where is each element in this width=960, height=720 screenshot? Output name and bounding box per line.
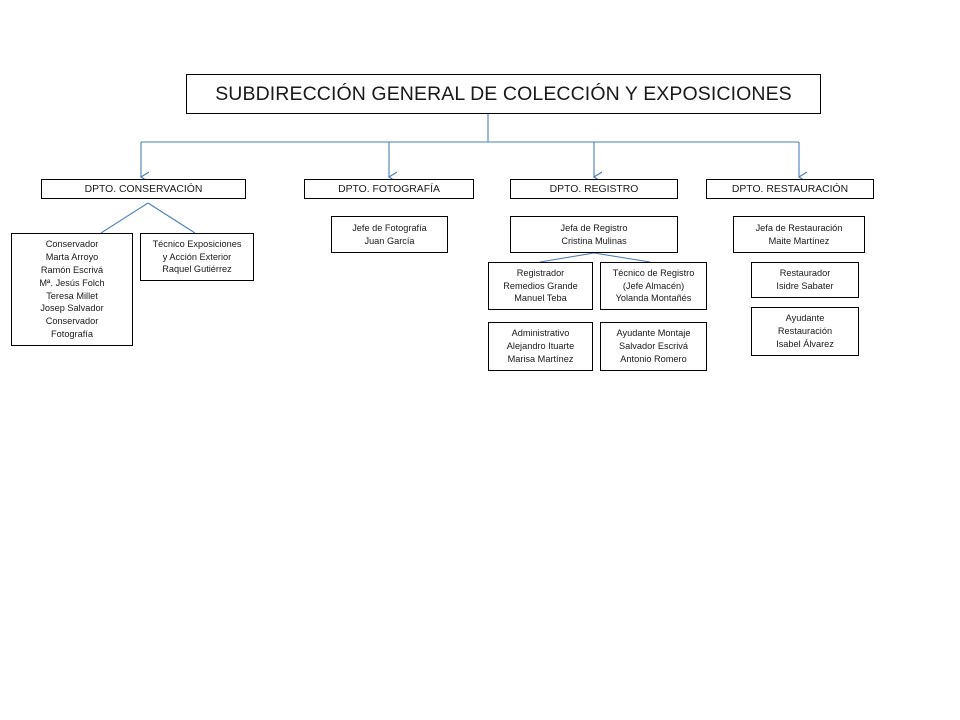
card-line: Alejandro Ituarte <box>506 341 575 352</box>
card-line: Marta Arroyo <box>45 252 99 263</box>
card-line: Restaurador <box>779 268 831 279</box>
card-line: Teresa Millet <box>46 290 98 301</box>
dept-conservacion-box: DPTO. CONSERVACIÓN <box>41 179 246 199</box>
jefa-restauracion-card: Jefa de Restauración Maite Martínez <box>733 216 865 253</box>
diag-registro-left <box>539 252 595 263</box>
card-line: Antonio Romero <box>620 353 687 364</box>
card-line: Ayudante <box>785 313 825 324</box>
card-line: Jefe de Fotografía <box>352 222 427 233</box>
card-line: Maite Martínez <box>768 235 830 246</box>
card-line: Ayudante Montaje <box>616 328 691 339</box>
card-line: Jefa de Restauración <box>755 222 843 233</box>
ayudante-restauracion-card: Ayudante Restauración Isabel Álvarez <box>751 307 859 356</box>
card-line: Marisa Martínez <box>507 353 574 364</box>
card-line: (Jefe Almacén) <box>622 280 685 291</box>
card-line: Técnico Exposiciones <box>152 238 242 249</box>
card-line: Manuel Teba <box>514 293 567 304</box>
conservador-card: Conservador Marta Arroyo Ramón Escrivá M… <box>11 233 133 346</box>
card-line: Isabel Álvarez <box>776 338 834 349</box>
card-line: Administrativo <box>511 328 570 339</box>
tecnico-exposiciones-card: Técnico Exposiciones y Acción Exterior R… <box>140 233 254 281</box>
card-line: Fotografía <box>51 328 93 339</box>
card-line: Juan García <box>364 235 415 246</box>
diag-registro-right <box>593 252 651 263</box>
card-line: Salvador Escrivá <box>619 341 688 352</box>
title-box: SUBDIRECCIÓN GENERAL DE COLECCIÓN Y EXPO… <box>186 74 821 114</box>
card-line: Registrador <box>516 267 565 278</box>
card-line: Yolanda Montañés <box>615 293 692 304</box>
dept-restauracion-box: DPTO. RESTAURACIÓN <box>706 179 874 199</box>
card-line: Conservador <box>45 316 99 327</box>
diag-conservacion-left <box>100 202 149 234</box>
dept-fotografia-box: DPTO. FOTOGRAFÍA <box>304 179 474 199</box>
diagram-title: SUBDIRECCIÓN GENERAL DE COLECCIÓN Y EXPO… <box>215 82 792 105</box>
card-line: Jefa de Registro <box>560 222 628 233</box>
card-line: Cristina Mulinas <box>561 235 627 246</box>
card-line: Restauración <box>777 326 833 337</box>
dept-conservacion-label: DPTO. CONSERVACIÓN <box>84 183 203 195</box>
ayudante-montaje-card: Ayudante Montaje Salvador Escrivá Antoni… <box>600 322 707 371</box>
tecnico-registro-card: Técnico de Registro (Jefe Almacén) Yolan… <box>600 262 707 310</box>
restaurador-card: Restaurador Isidre Sabater <box>751 262 859 298</box>
administrativo-card: Administrativo Alejandro Ituarte Marisa … <box>488 322 593 371</box>
dept-registro-box: DPTO. REGISTRO <box>510 179 678 199</box>
diag-conservacion-right <box>147 202 196 234</box>
card-line: Ramón Escrivá <box>40 264 104 275</box>
jefa-registro-card: Jefa de Registro Cristina Mulinas <box>510 216 678 253</box>
jefe-fotografia-card: Jefe de Fotografía Juan García <box>331 216 448 253</box>
card-line: Raquel Gutiérrez <box>162 264 232 275</box>
card-line: Técnico de Registro <box>612 267 695 278</box>
card-line: Remedios Grande <box>503 280 578 291</box>
card-line: Mª. Jesús Folch <box>39 277 105 288</box>
card-line: Isidre Sabater <box>776 281 834 291</box>
dept-fotografia-label: DPTO. FOTOGRAFÍA <box>338 183 440 195</box>
registrador-card: Registrador Remedios Grande Manuel Teba <box>488 262 593 310</box>
dept-restauracion-label: DPTO. RESTAURACIÓN <box>731 183 849 195</box>
card-line: Josep Salvador <box>40 303 104 314</box>
card-line: y Acción Exterior <box>162 251 232 262</box>
card-line: Conservador <box>45 239 99 250</box>
dept-registro-label: DPTO. REGISTRO <box>549 183 639 195</box>
